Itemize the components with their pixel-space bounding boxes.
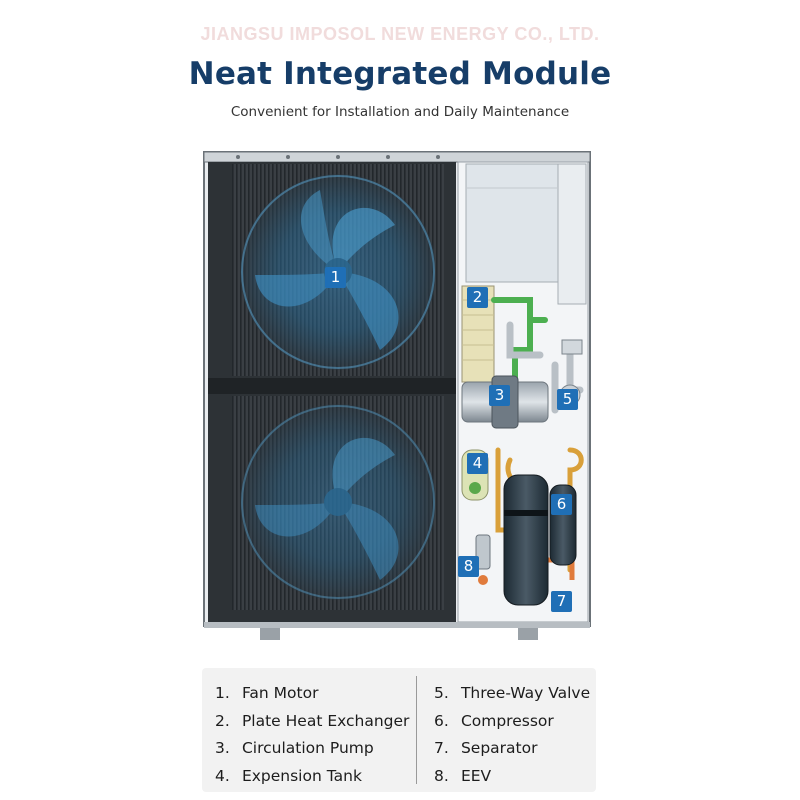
callout-badge-1: 1 xyxy=(325,267,346,288)
eev xyxy=(475,534,491,570)
legend-number: 8. xyxy=(434,766,449,785)
legend-label: Expension Tank xyxy=(241,766,362,785)
heat-pump-unit: 1 2 3 4 5 6 7 8 xyxy=(200,150,600,645)
legend-column-right: 5. Three-Way Valve 6. Compressor 7. Sepa… xyxy=(434,680,590,790)
legend-item: 8. EEV xyxy=(434,763,590,791)
heat-pump-illustration xyxy=(203,151,591,640)
legend-number: 6. xyxy=(434,711,449,730)
electrical-box xyxy=(465,163,559,283)
callout-badge-6: 6 xyxy=(551,494,572,515)
legend-label: Circulation Pump xyxy=(241,739,374,757)
company-watermark: JIANGSU IMPOSOL NEW ENERGY CO., LTD. xyxy=(200,24,600,44)
legend-item: 6. Compressor xyxy=(434,708,590,736)
legend-divider xyxy=(416,676,417,784)
compressor xyxy=(503,474,549,606)
lower-fan-icon xyxy=(240,404,436,600)
legend-item: 3. Circulation Pump xyxy=(215,735,409,763)
legend-label: Separator xyxy=(460,739,538,757)
legend-number: 7. xyxy=(434,739,449,757)
legend-label: Plate Heat Exchanger xyxy=(241,711,410,730)
legend-column-left: 1. Fan Motor 2. Plate Heat Exchanger 3. … xyxy=(215,680,409,790)
page-title: Neat Integrated Module xyxy=(188,56,612,92)
legend-item: 7. Separator xyxy=(434,735,590,763)
callout-badge-4: 4 xyxy=(467,453,488,474)
callout-badge-5: 5 xyxy=(557,389,578,410)
page-subtitle: Convenient for Installation and Daily Ma… xyxy=(230,104,570,120)
legend-label: EEV xyxy=(460,766,492,785)
legend-number: 2. xyxy=(215,711,230,730)
legend-number: 5. xyxy=(434,684,449,702)
right-foot xyxy=(518,628,538,640)
legend-label: Compressor xyxy=(460,711,554,730)
legend-item: 1. Fan Motor xyxy=(215,680,409,708)
callout-badge-2: 2 xyxy=(467,287,488,308)
legend-item: 4. Expension Tank xyxy=(215,763,409,791)
callout-badge-8: 8 xyxy=(458,556,479,577)
component-legend: 1. Fan Motor 2. Plate Heat Exchanger 3. … xyxy=(202,668,596,792)
legend-number: 3. xyxy=(215,739,230,757)
legend-label: Three-Way Valve xyxy=(460,684,591,702)
legend-number: 1. xyxy=(215,684,230,702)
callout-badge-3: 3 xyxy=(489,385,510,406)
legend-number: 4. xyxy=(215,766,230,785)
legend-item: 2. Plate Heat Exchanger xyxy=(215,708,409,736)
left-foot xyxy=(260,628,280,640)
legend-item: 5. Three-Way Valve xyxy=(434,680,590,708)
callout-badge-7: 7 xyxy=(551,591,572,612)
legend-label: Fan Motor xyxy=(241,684,319,702)
